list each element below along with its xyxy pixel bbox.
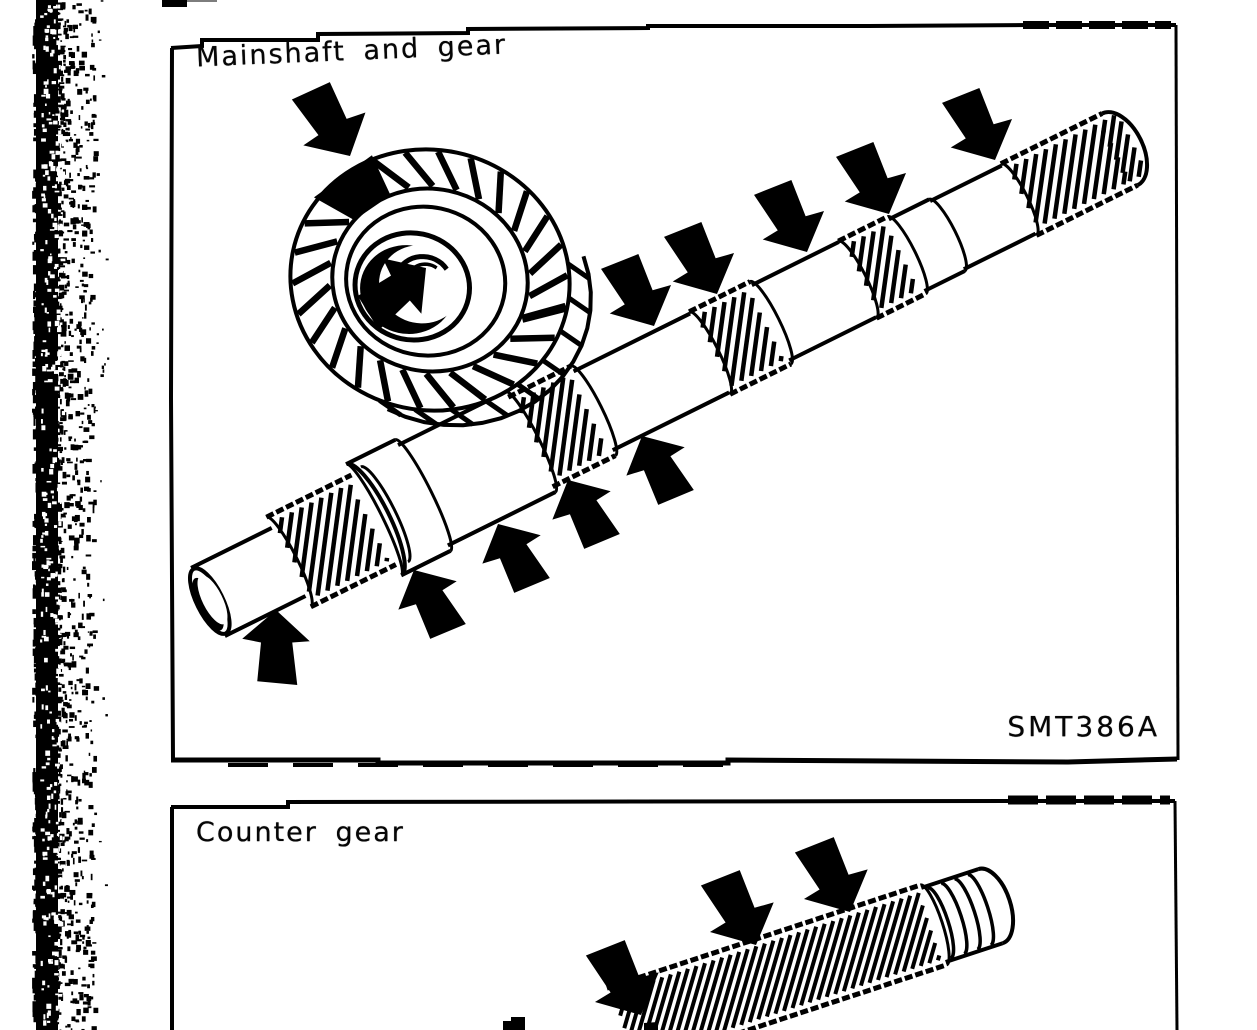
inspection-arrow-icon [664,222,735,294]
page-edge-artifact [162,0,187,7]
inspection-arrow-icon [601,254,672,326]
inspection-arrow-icon [585,940,659,1015]
figure-title: Counter gear [196,817,405,848]
figure-border [168,21,1180,767]
inspection-arrow-icon [836,142,907,214]
page-edge-artifact [187,0,217,2]
figure-border [170,795,1179,1030]
inspection-arrow-icon [503,1017,525,1030]
counter-gear-shaft-illustration [606,866,1016,1030]
mainshaft-illustration [187,110,1150,638]
figure-code-label: SMT386A [1007,710,1160,743]
inspection-arrow-icon [242,610,310,685]
inspection-arrow-icon [482,524,550,593]
counter-gear-figure-canvas [170,795,1179,1030]
inspection-arrow-icon [754,180,825,252]
inspection-arrow-icon [357,258,426,331]
mainshaft-figure-canvas [168,21,1180,767]
inspection-arrow-icon [942,88,1013,160]
inspection-arrows [503,837,868,1030]
inspection-arrow-icon [626,436,694,505]
figure-counter-gear: Counter gear [168,795,1184,1030]
inspection-arrow-icon [398,570,466,639]
inspection-arrow-icon [794,837,868,912]
inspection-arrows [242,82,1013,685]
figure-mainshaft-and-gear: Mainshaft and gear SMT386A [168,18,1184,770]
inspection-arrow-icon [291,82,366,156]
inspection-arrow-icon [552,480,620,549]
book-binding-edge [32,0,110,1030]
inspection-arrow-icon [700,870,774,945]
inspection-arrow-icon [644,1022,658,1030]
